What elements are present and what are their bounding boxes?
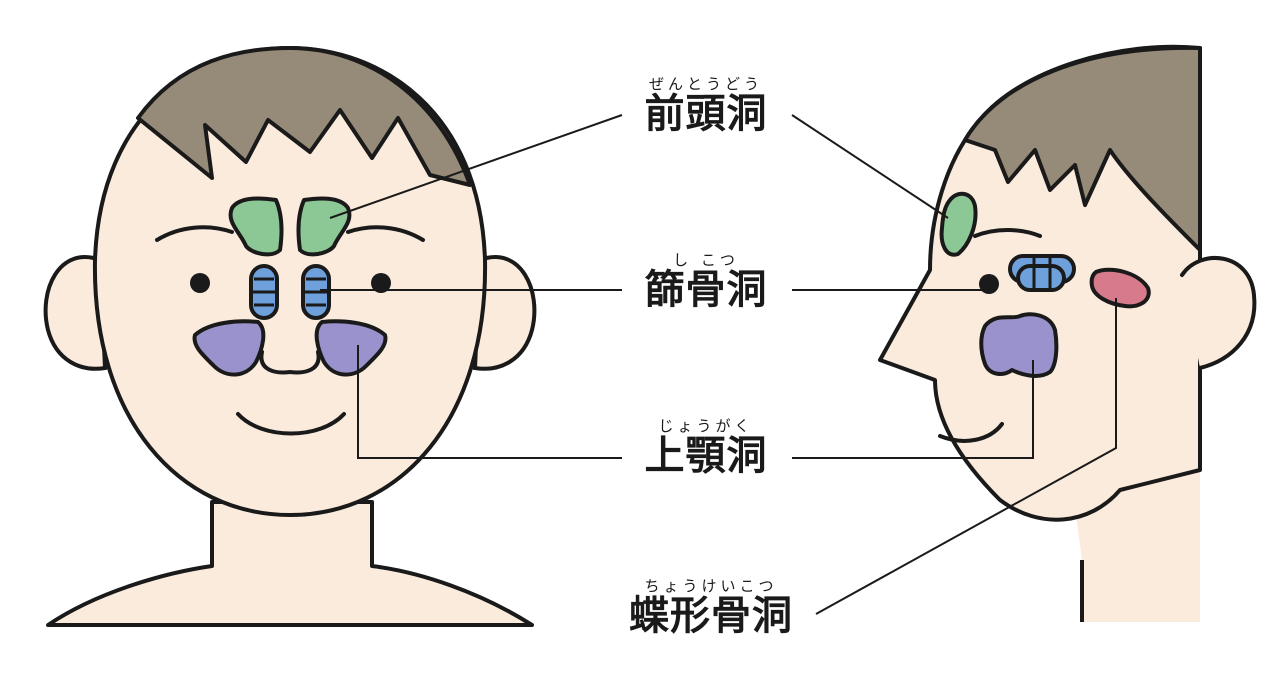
ethmoid-sinus-term: 篩骨洞: [644, 267, 768, 313]
front-left-ear: [43, 255, 108, 371]
front-right-eye: [371, 273, 391, 293]
front-frontal-sinus-right: [296, 196, 352, 257]
frontal-sinus-label: ぜんとうどう 前頭洞: [626, 76, 786, 136]
front-left-eyebrow: [155, 225, 234, 242]
front-hair: [136, 46, 472, 187]
maxillary-sinus-ruby: じょうがく: [658, 417, 754, 435]
front-frontal-sinus-left: [228, 196, 284, 257]
front-mouth: [236, 412, 346, 436]
side-ethmoid-sinus: [1008, 254, 1076, 292]
side-eyebrow: [973, 228, 1042, 238]
front-maxillary-sinus-left: [192, 319, 266, 377]
sphenoid-sinus-label: ちょうけいこつ 蝶形骨洞: [608, 578, 814, 638]
front-view: [43, 45, 537, 627]
frontal-leader-side: [791, 114, 949, 219]
side-frontal-sinus: [939, 191, 978, 257]
ethmoid-sinus-ruby: し こつ: [673, 251, 739, 269]
front-maxillary-sinus-right: [314, 319, 388, 377]
maxillary-leader-side: [792, 360, 1034, 459]
sphenoid-sinus-term: 蝶形骨洞: [629, 593, 793, 639]
front-nose: [259, 350, 321, 375]
frontal-leader-front: [329, 114, 623, 219]
leader-lines: [320, 114, 1117, 615]
front-ethmoid-sinus-left: [249, 264, 279, 320]
front-ethmoid-sinus-right: [301, 264, 331, 320]
side-maxillary-sinus: [979, 312, 1059, 378]
frontal-sinus-ruby: ぜんとうどう: [648, 75, 763, 93]
maxillary-sinus-label: じょうがく 上顎洞: [626, 418, 786, 478]
front-left-eye: [190, 273, 210, 293]
maxillary-sinus-term: 上顎洞: [644, 433, 768, 479]
side-hair: [963, 45, 1202, 252]
ethmoid-sinus-label: し こつ 篩骨洞: [626, 252, 786, 312]
side-mouth: [938, 422, 1004, 443]
side-sphenoid-sinus: [1089, 267, 1151, 309]
side-ear: [1180, 255, 1257, 370]
frontal-sinus-term: 前頭洞: [644, 91, 768, 137]
front-right-eyebrow: [346, 225, 425, 242]
front-right-ear: [472, 255, 537, 371]
sphenoid-leader: [815, 298, 1117, 615]
front-shoulders: [46, 500, 534, 627]
side-view: [878, 44, 1257, 622]
maxillary-leader-front: [357, 345, 622, 459]
sphenoid-sinus-ruby: ちょうけいこつ: [644, 577, 778, 595]
